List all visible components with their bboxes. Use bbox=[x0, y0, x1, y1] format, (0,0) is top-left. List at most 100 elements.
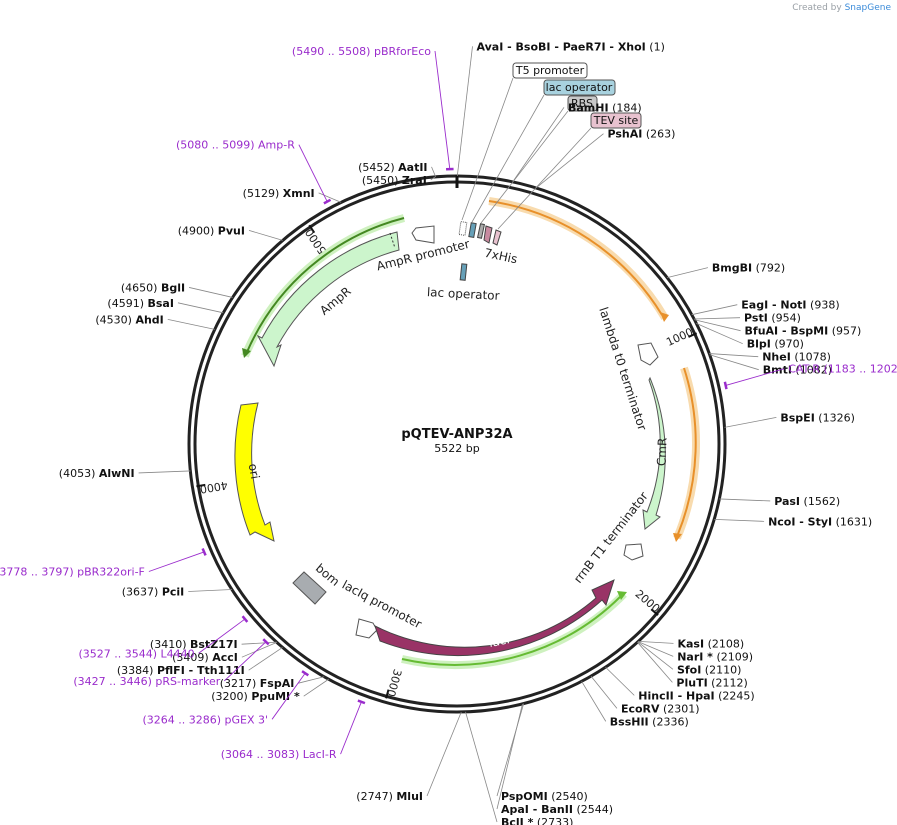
lambda-terminator-label: lambda t0 terminator bbox=[596, 305, 649, 432]
enzyme-name: BmtI bbox=[763, 364, 792, 377]
enzyme-leader bbox=[496, 703, 523, 810]
enzyme-name: NcoI - StyI bbox=[768, 515, 832, 528]
enzyme-site-bspei: BspEI (1326) bbox=[724, 411, 855, 428]
enzyme-site-ahdi: (4530) AhdI bbox=[95, 313, 215, 330]
enzyme-position: (2733) bbox=[537, 816, 574, 825]
enzyme-name: PciI bbox=[162, 586, 184, 599]
cmr-label: CmR bbox=[655, 437, 670, 466]
enzyme-position: (2245) bbox=[718, 689, 755, 702]
enzyme-label: SfoI (2110) bbox=[677, 663, 741, 676]
enzyme-site-pvui: (4900) PvuI bbox=[178, 224, 283, 241]
primer-leader bbox=[198, 618, 246, 654]
enzyme-position: (2540) bbox=[551, 790, 588, 803]
tev-site-label: TEV site bbox=[593, 114, 639, 127]
primer-name: CAT-R bbox=[788, 363, 820, 376]
enzyme-name: AccI bbox=[212, 651, 238, 664]
enzyme-name: PasI bbox=[774, 495, 800, 508]
enzyme-position: (2109) bbox=[716, 650, 753, 663]
enzyme-site-apai-banii: ApaI - BanII (2544) bbox=[496, 703, 613, 816]
enzyme-label: NcoI - StyI (1631) bbox=[768, 515, 872, 528]
enzyme-site-avai-bsobi-paer7i-xhoi: AvaI - BsoBI - PaeR7I - XhoI (1) bbox=[456, 40, 665, 177]
enzyme-position: (184) bbox=[612, 101, 642, 114]
enzyme-name: EcoRV bbox=[621, 702, 660, 715]
enzyme-position: (4900) bbox=[178, 224, 215, 237]
enzyme-label: BssHII (2336) bbox=[610, 715, 689, 728]
enzyme-site-hincii-hpai: HincII - HpaI (2245) bbox=[605, 666, 755, 702]
enzyme-label: PspOMI (2540) bbox=[501, 790, 588, 803]
snapgene-logo: SnapGene bbox=[844, 3, 891, 13]
enzyme-leader bbox=[188, 589, 232, 592]
orf-orange-top-core bbox=[488, 200, 663, 316]
enzyme-position: (4650) bbox=[121, 281, 158, 294]
enzyme-position: (1082) bbox=[795, 364, 832, 377]
tick-label-1000: 1000 bbox=[664, 325, 695, 349]
primer-name: Amp-R bbox=[258, 139, 295, 152]
enzyme-label: (3409) AccI bbox=[172, 651, 238, 664]
enzyme-leader bbox=[298, 676, 325, 684]
orf-orange-right-head bbox=[673, 533, 682, 542]
his-tag-label: 7xHis bbox=[483, 246, 519, 267]
enzyme-position: (954) bbox=[771, 312, 801, 325]
enzyme-leader bbox=[512, 107, 565, 183]
primer-name: LacI-R bbox=[303, 748, 337, 761]
primer-mark bbox=[241, 615, 249, 623]
enzyme-site-aatii: (5452) AatII bbox=[358, 161, 437, 178]
enzyme-position: (4591) bbox=[107, 297, 144, 310]
ampr-arrow bbox=[256, 231, 400, 368]
enzyme-name: BspEI bbox=[780, 411, 814, 424]
enzyme-name: BamHI bbox=[568, 101, 609, 114]
enzyme-position: (2108) bbox=[708, 637, 745, 650]
enzyme-position: (3200) bbox=[211, 690, 248, 703]
enzyme-position: (3637) bbox=[122, 586, 159, 599]
enzyme-name: NarI * bbox=[677, 650, 713, 663]
ori-label: ori bbox=[246, 462, 262, 480]
primer-label: (5490 .. 5508) pBRforEco bbox=[292, 45, 431, 58]
enzyme-name: ApaI - BanII bbox=[501, 803, 573, 816]
enzyme-position: (2110) bbox=[705, 663, 742, 676]
enzyme-leader bbox=[724, 416, 777, 428]
enzyme-label: (4650) BglI bbox=[121, 281, 185, 294]
primer-range: (3427 .. 3446) bbox=[73, 675, 152, 688]
enzyme-leader bbox=[241, 642, 277, 658]
laciq-promoter-label: lacIq promoter bbox=[340, 578, 424, 632]
enzyme-label: NarI * (2109) bbox=[677, 650, 753, 663]
enzyme-leader bbox=[535, 133, 604, 189]
tick-mark-3000 bbox=[385, 689, 390, 699]
primer-amp-r: (5080 .. 5099) Amp-R bbox=[176, 139, 332, 205]
t5-promoter-label: T5 promoter bbox=[515, 64, 585, 77]
enzyme-label: (3200) PpuMI * bbox=[211, 690, 300, 703]
primer-pbrforeco: (5490 .. 5508) pBRforEco bbox=[292, 45, 454, 171]
cmr-arrow bbox=[642, 376, 666, 530]
t5-promoter-mark bbox=[458, 221, 468, 236]
orf-green-bottom-head bbox=[617, 591, 627, 600]
enzyme-position: (5450) bbox=[362, 174, 399, 187]
t5-promoter-box bbox=[512, 62, 588, 79]
enzyme-leader bbox=[248, 647, 283, 671]
rbs-box bbox=[567, 95, 598, 112]
enzyme-site-nari: NarI * (2109) bbox=[637, 641, 753, 663]
primer-range: (5490 .. 5508) bbox=[292, 45, 371, 58]
enzyme-position: (2112) bbox=[711, 676, 748, 689]
enzyme-position: (2301) bbox=[663, 702, 700, 715]
enzyme-site-bamhi: BamHI (184) bbox=[512, 101, 642, 183]
tick-mark-4000 bbox=[196, 483, 206, 488]
primer-name: pBRforEco bbox=[374, 45, 431, 58]
enzyme-position: (1) bbox=[649, 40, 665, 53]
enzyme-name: PshAI bbox=[608, 128, 643, 141]
enzyme-name: EagI - NotI bbox=[741, 299, 806, 312]
tick-mark-5000 bbox=[308, 224, 316, 234]
enzyme-position: (3217) bbox=[220, 677, 257, 690]
enzyme-name: BlpI bbox=[747, 338, 771, 351]
primer-leader bbox=[148, 551, 205, 572]
enzyme-leader bbox=[167, 318, 215, 330]
enzyme-label: (2747) MluI bbox=[356, 790, 423, 803]
ori-arrow bbox=[234, 402, 275, 542]
enzyme-name: PstI bbox=[744, 312, 768, 325]
laci-label: lacI bbox=[488, 632, 511, 650]
primer-mark bbox=[323, 198, 332, 205]
laciq-promoter-arrow bbox=[355, 618, 378, 639]
primer-range: (5080 .. 5099) bbox=[176, 139, 255, 152]
primer-pbr322ori-f: (3778 .. 3797) pBR322ori-F bbox=[0, 547, 207, 578]
enzyme-label: PstI (954) bbox=[744, 312, 801, 325]
enzyme-label: EcoRV (2301) bbox=[621, 702, 700, 715]
